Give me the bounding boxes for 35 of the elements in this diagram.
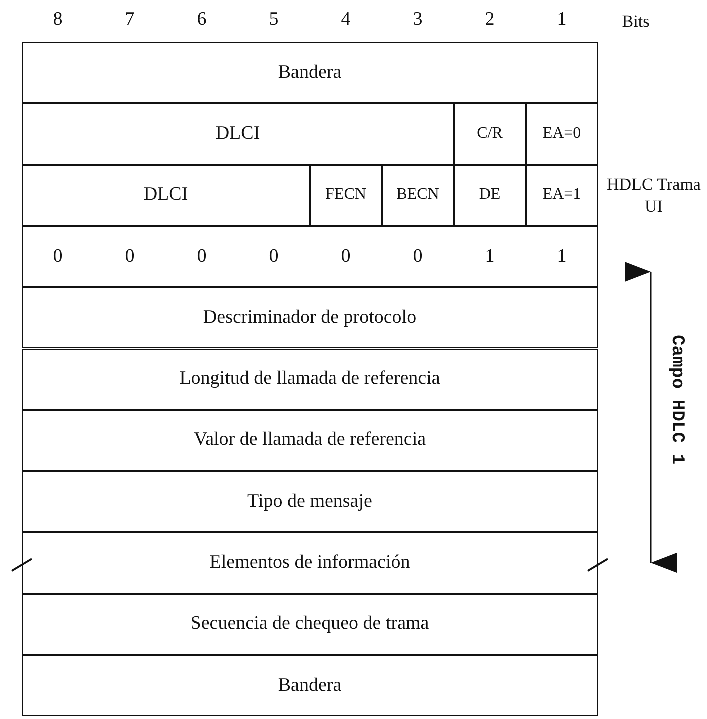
field-cell: Elementos de información	[22, 532, 598, 594]
field-cell: Longitud de llamada de referencia	[22, 348, 598, 410]
side-label: HDLC Trama UI	[606, 174, 702, 218]
field-cell: Tipo de mensaje	[22, 471, 598, 532]
bit-value: 0	[52, 244, 64, 269]
field-cell: DE	[454, 164, 526, 226]
bit-value: 0	[412, 244, 424, 269]
bit-number: 3	[412, 8, 424, 32]
field-cell: DLCI	[22, 164, 310, 226]
field-cell: Valor de llamada de referencia	[22, 410, 598, 472]
bit-value: 1	[556, 244, 568, 269]
field-cell: Bandera	[22, 42, 598, 104]
bit-number: 2	[484, 8, 496, 32]
field-cell: DLCI	[22, 103, 454, 165]
field-cell: FECN	[310, 164, 382, 226]
bit-number: 8	[52, 8, 64, 32]
bit-value: 0	[340, 244, 352, 269]
bit-number: 4	[340, 8, 352, 32]
field-cell: BECN	[382, 164, 454, 226]
field-cell: Bandera	[22, 655, 598, 716]
field-cell: Secuencia de chequeo de trama	[22, 594, 598, 655]
bit-value: 1	[484, 244, 496, 269]
bit-value: 0	[124, 244, 136, 269]
bit-number: 5	[268, 8, 280, 32]
bit-number: 6	[196, 8, 208, 32]
field-cell: EA=0	[526, 103, 598, 165]
vertical-label: Campo HDLC 1	[666, 334, 688, 467]
field-cell: Descriminador de protocolo	[22, 287, 598, 348]
field-cell: C/R	[454, 103, 526, 165]
field-cell: EA=1	[526, 164, 598, 226]
bit-value: 0	[196, 244, 208, 269]
bit-number: 1	[556, 8, 568, 32]
bits-label: Bits	[621, 11, 651, 33]
bit-number: 7	[124, 8, 136, 32]
bit-value: 0	[268, 244, 280, 269]
